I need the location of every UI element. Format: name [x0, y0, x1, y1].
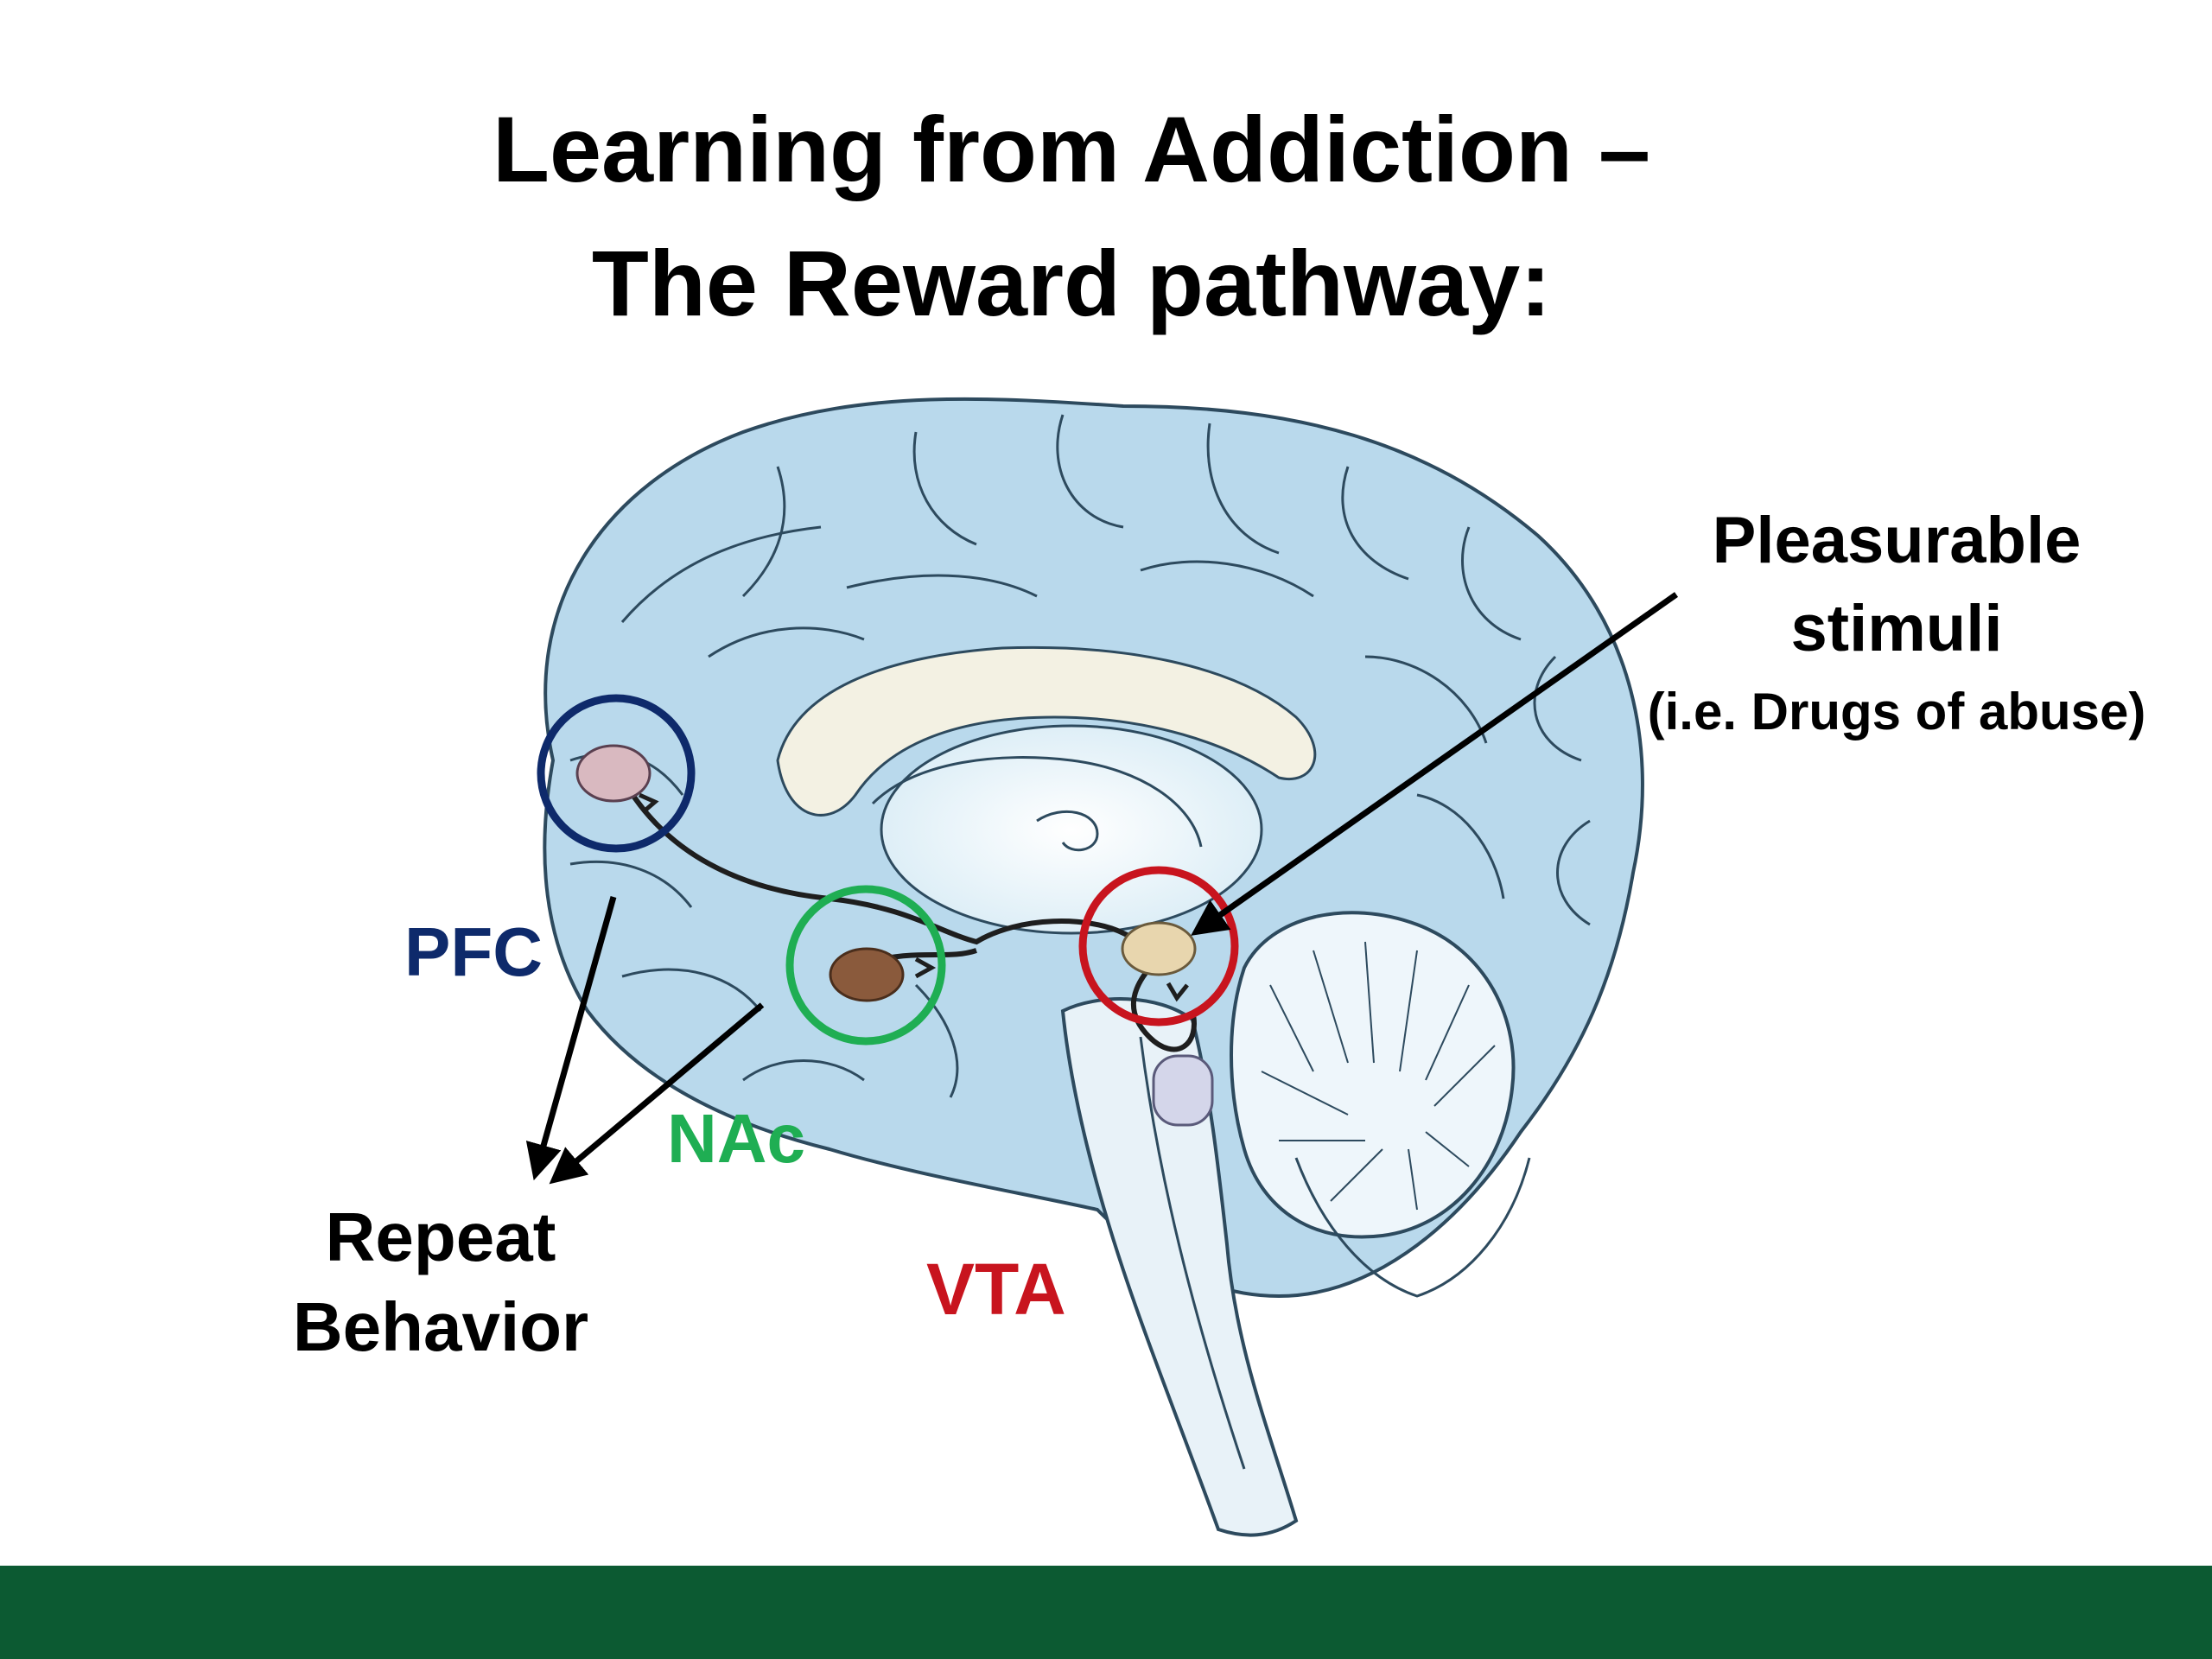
title-line-2: The Reward pathway:: [591, 231, 1552, 335]
title-line-1: Learning from Addiction –: [492, 97, 1651, 201]
cerebellum: [1230, 911, 1531, 1298]
footer-bar: [0, 1566, 2212, 1659]
stimuli-note: (i.e. Drugs of abuse): [1647, 683, 2146, 741]
nac-highlight-circle: [785, 885, 946, 1046]
gyri-lines: [569, 414, 1591, 1082]
repeat-behavior-label: Repeat Behavior: [259, 1192, 622, 1372]
vta-label: VTA: [926, 1249, 1066, 1330]
thalamus-region: [880, 724, 1263, 935]
pfc-label: PFC: [404, 913, 543, 990]
pons-nucleus: [1152, 1054, 1214, 1127]
nac-label: NAc: [667, 1100, 806, 1177]
pfc-nucleus: [575, 744, 652, 803]
stimuli-arrow: [1191, 592, 1679, 936]
pfc-to-behavior-arrow: [525, 896, 617, 1181]
vta-nucleus: [1121, 921, 1197, 976]
stimuli-label: Pleasurable stimuli (i.e. Drugs of abuse…: [1603, 497, 2190, 751]
fornix: [871, 756, 1203, 848]
pfc-highlight-circle: [537, 694, 696, 853]
nac-to-behavior-arrow: [549, 1002, 765, 1185]
stimuli-line-1: Pleasurable: [1712, 504, 2082, 577]
nac-nucleus: [829, 947, 905, 1002]
stimuli-line-2: stimuli: [1790, 592, 2003, 665]
slide-title: Learning from Addiction – The Reward pat…: [0, 82, 2143, 350]
behavior-line-1: Repeat: [325, 1198, 556, 1275]
behavior-line-2: Behavior: [292, 1288, 589, 1365]
brainstem: [1060, 997, 1299, 1537]
corpus-callosum: [776, 645, 1317, 817]
vta-highlight-circle: [1078, 866, 1239, 1027]
